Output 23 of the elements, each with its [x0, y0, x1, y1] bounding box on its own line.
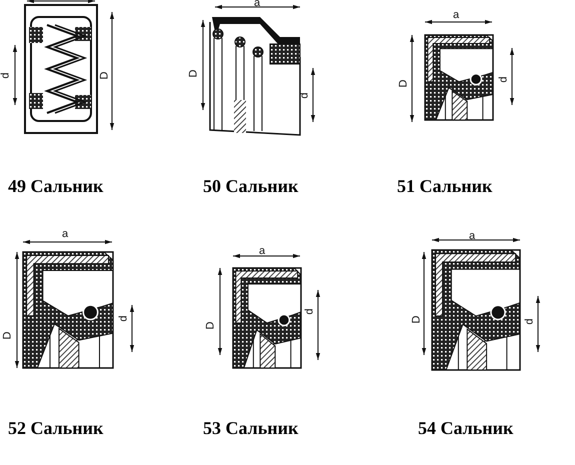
- dimension-label: a: [62, 229, 68, 240]
- dimension-label: d: [304, 308, 316, 315]
- dimension-label: a: [453, 10, 460, 21]
- dimension-label: D: [411, 316, 422, 324]
- dimension-label: D: [2, 332, 14, 340]
- figure-caption: 53 Сальник: [203, 418, 298, 438]
- dimension-label: D: [188, 70, 200, 78]
- dimension-label: D: [205, 322, 216, 330]
- figure-caption: 50 Сальник: [203, 176, 298, 196]
- figure-caption: 51 Сальник: [397, 176, 492, 196]
- dimension-label: D: [398, 80, 410, 88]
- dimension-label: d: [300, 92, 311, 99]
- figure-caption: 52 Сальник: [8, 418, 104, 438]
- figure-caption: 49 Сальник: [8, 176, 104, 196]
- dimension-label: D: [99, 72, 110, 80]
- dimension-label: d: [0, 72, 12, 79]
- dimension-label: a: [259, 246, 266, 257]
- dimension-label: d: [498, 76, 510, 83]
- figure-caption: 54 Сальник: [418, 418, 514, 438]
- dimension-label: d: [524, 318, 536, 325]
- dimension-label: a: [254, 0, 260, 9]
- dimension-label: a: [469, 231, 476, 242]
- dimension-label: d: [118, 315, 130, 322]
